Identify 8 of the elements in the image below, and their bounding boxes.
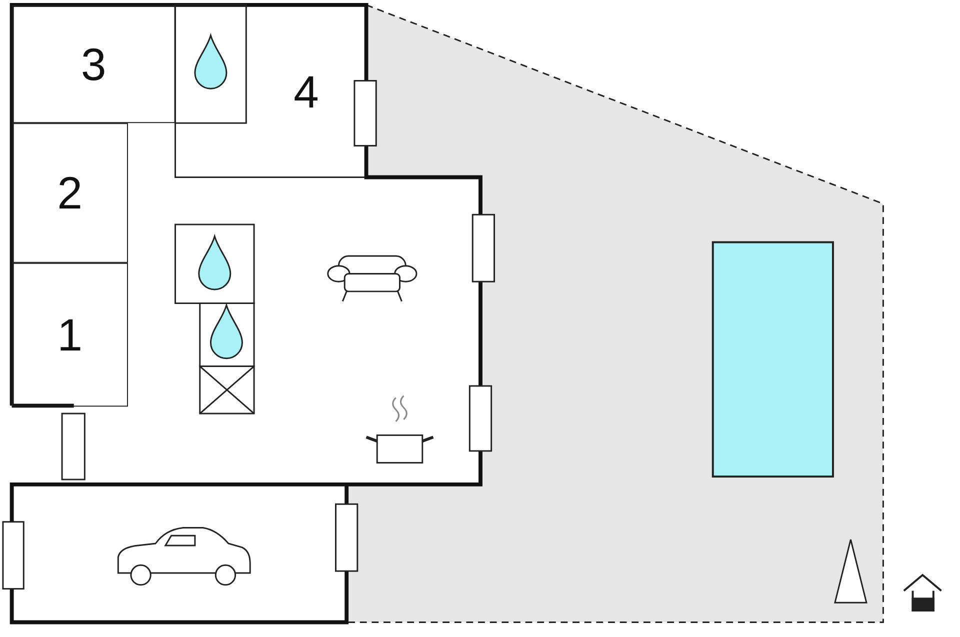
room-number: 4 (294, 64, 319, 118)
room-number: 2 (57, 166, 82, 220)
room-outline (12, 262, 128, 407)
room-number: 1 (57, 308, 82, 362)
room-outline (12, 123, 128, 263)
pool (712, 241, 834, 478)
room-number: 3 (80, 37, 106, 91)
room-outline (12, 4, 176, 124)
